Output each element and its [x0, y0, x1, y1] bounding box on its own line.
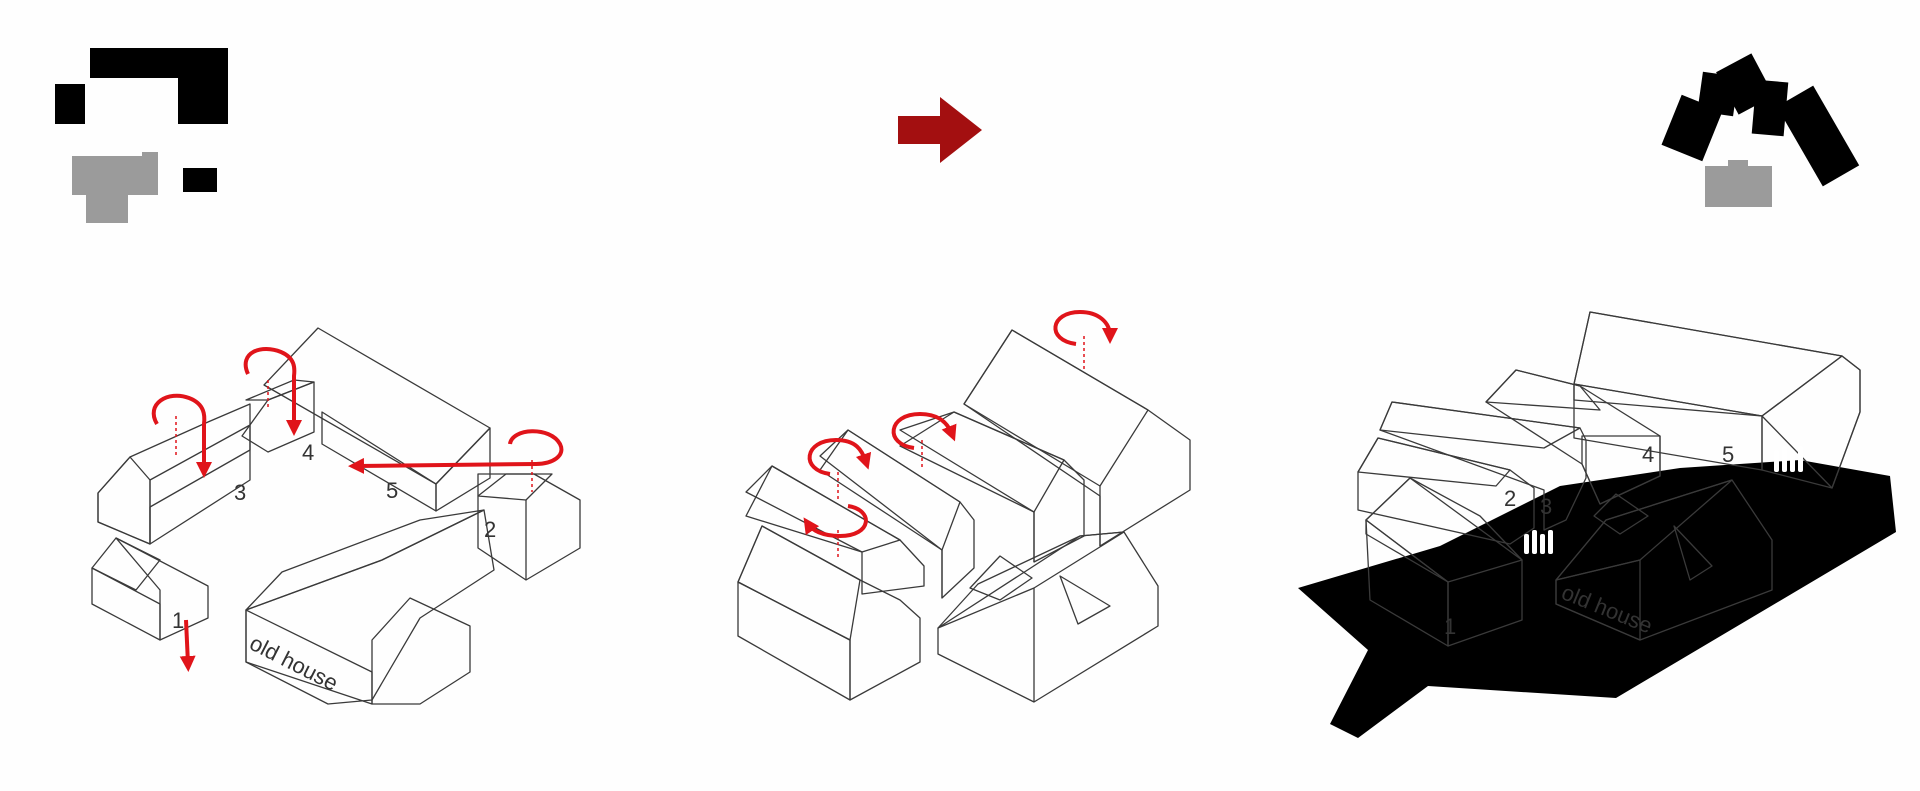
plan-block — [1776, 85, 1860, 187]
building-5-label: 5 — [1722, 442, 1734, 467]
old-house-rotating — [937, 531, 1159, 703]
building-3 — [1379, 401, 1587, 531]
building-2-label: 2 — [484, 517, 496, 542]
building-1 — [1365, 477, 1523, 647]
building-2-label: 2 — [1504, 486, 1516, 511]
plan-old-house — [1705, 160, 1772, 207]
people-icon — [1524, 530, 1553, 554]
building-4-rotated — [899, 411, 1085, 563]
old-house-before — [245, 509, 495, 705]
volumes-rotating — [737, 309, 1191, 703]
building-2-rotated — [745, 465, 925, 595]
plan-block — [178, 48, 228, 124]
building-3-rotated — [819, 429, 975, 599]
building-4-label: 4 — [1642, 442, 1654, 467]
right-arrow-icon — [898, 97, 982, 163]
building-1-label: 1 — [172, 608, 184, 633]
rotate-arrow-icon — [807, 437, 872, 502]
building-3-label: 3 — [1540, 494, 1552, 519]
building-3 — [97, 403, 251, 545]
rotate-arrow-icon — [891, 411, 957, 470]
site-plan-before — [55, 48, 228, 223]
courtyard-ground — [1298, 460, 1896, 738]
building-2 — [1357, 437, 1535, 545]
rotate-arrow-icon — [803, 504, 868, 558]
plan-block — [1751, 79, 1789, 137]
rotate-arrow-icon — [1053, 309, 1118, 370]
building-2 — [477, 473, 581, 581]
building-1-rotated — [737, 525, 921, 701]
building-4 — [1485, 369, 1661, 505]
building-3-label: 3 — [234, 480, 246, 505]
building-5 — [263, 327, 491, 512]
building-5-rotated — [963, 329, 1191, 547]
plan-block — [183, 168, 217, 192]
volumes-before: 1 2 3 4 5 old house — [91, 327, 581, 705]
building-1 — [91, 537, 209, 641]
site-plan-after — [1661, 53, 1860, 207]
building-4-label: 4 — [302, 440, 314, 465]
building-5 — [1573, 311, 1861, 489]
building-4 — [241, 379, 315, 453]
straight-arrow-icon — [179, 619, 196, 672]
old-house-after — [1555, 479, 1773, 641]
people-icon — [1774, 446, 1803, 472]
plan-old-house — [72, 152, 158, 223]
plan-block — [55, 84, 85, 124]
hook-arrow-icon — [243, 347, 302, 436]
straight-arrow-icon — [348, 429, 564, 492]
hook-arrow-icon — [151, 393, 212, 478]
volumes-after: 1 2 3 4 5 old house — [1298, 311, 1896, 738]
building-1-label: 1 — [1444, 614, 1456, 639]
building-5-label: 5 — [386, 478, 398, 503]
